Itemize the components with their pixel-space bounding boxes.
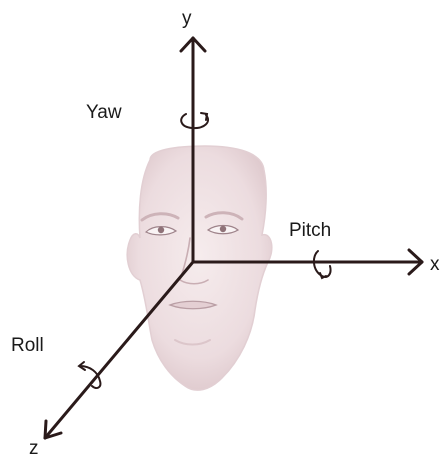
x-axis-arrowhead [407,248,424,276]
z-axis-arrowhead [43,419,63,440]
roll-label: Roll [11,335,44,356]
mouth [168,300,218,310]
pitch-rotation-arrowhead [319,272,327,280]
rotation-arrows [77,112,332,390]
face-outline [126,145,273,391]
pitch-label: Pitch [289,220,331,241]
yaw-rotation-arrowhead [200,112,209,121]
roll-rotation-icon [79,365,102,390]
right-brow [204,211,244,221]
face-illustration [126,145,273,391]
axes [43,36,424,440]
yaw-label: Yaw [86,102,122,123]
right-iris [219,225,227,233]
roll-rotation-arrowhead [77,361,86,371]
y-axis-arrowhead [179,36,207,53]
nose [179,237,209,285]
pitch-rotation-icon [312,250,332,278]
z-axis-label: z [29,438,39,457]
left-brow [140,212,180,222]
left-iris [157,226,165,234]
yaw-rotation-icon [180,113,210,130]
y-axis-label: y [182,8,192,29]
chin-shadow [174,339,211,346]
x-axis-label: x [430,254,440,275]
z-axis-line [43,260,195,440]
